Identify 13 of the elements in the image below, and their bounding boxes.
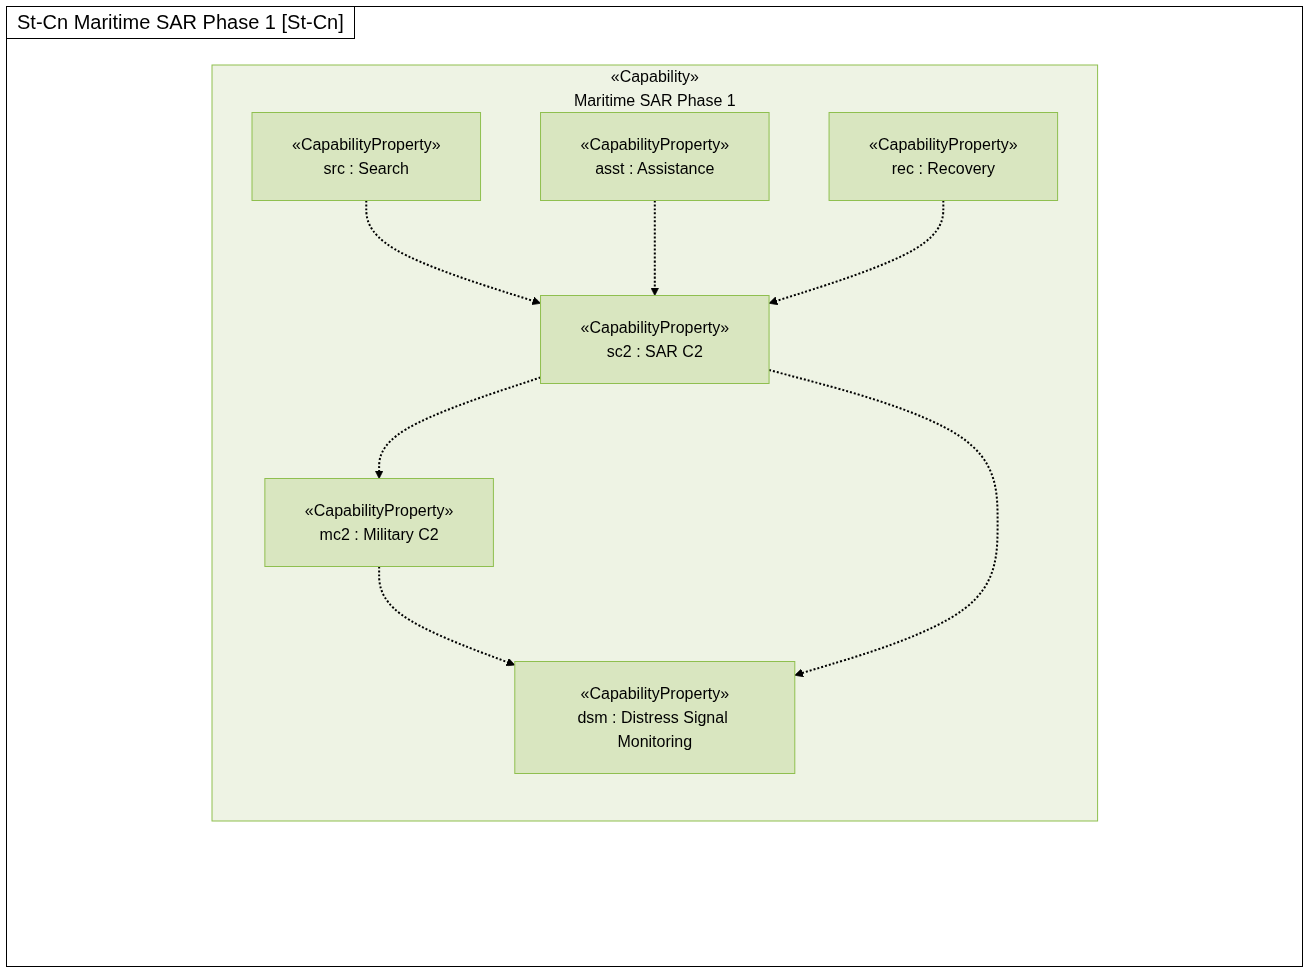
node-box: «CapabilityProperty» asst : Assistance bbox=[539, 112, 770, 201]
arrow bbox=[377, 565, 515, 667]
node-box: «CapabilityProperty» rec : Recovery bbox=[828, 112, 1058, 201]
arrow bbox=[364, 199, 541, 306]
arrow bbox=[768, 199, 945, 306]
arrow bbox=[650, 199, 659, 296]
node-box: «CapabilityProperty» mc2 : Military C2 bbox=[264, 478, 494, 567]
node-box: «CapabilityProperty» sc2 : SAR C2 bbox=[539, 295, 770, 384]
diagram-title: St-Cn Maritime SAR Phase 1 [St-Cn] bbox=[7, 7, 355, 39]
node-box: «CapabilityProperty» dsm : Distress Signal Monitoring bbox=[514, 661, 795, 774]
node-box: «CapabilityProperty» src : Search bbox=[251, 112, 481, 201]
arrow bbox=[767, 369, 999, 678]
arrow bbox=[374, 376, 542, 479]
